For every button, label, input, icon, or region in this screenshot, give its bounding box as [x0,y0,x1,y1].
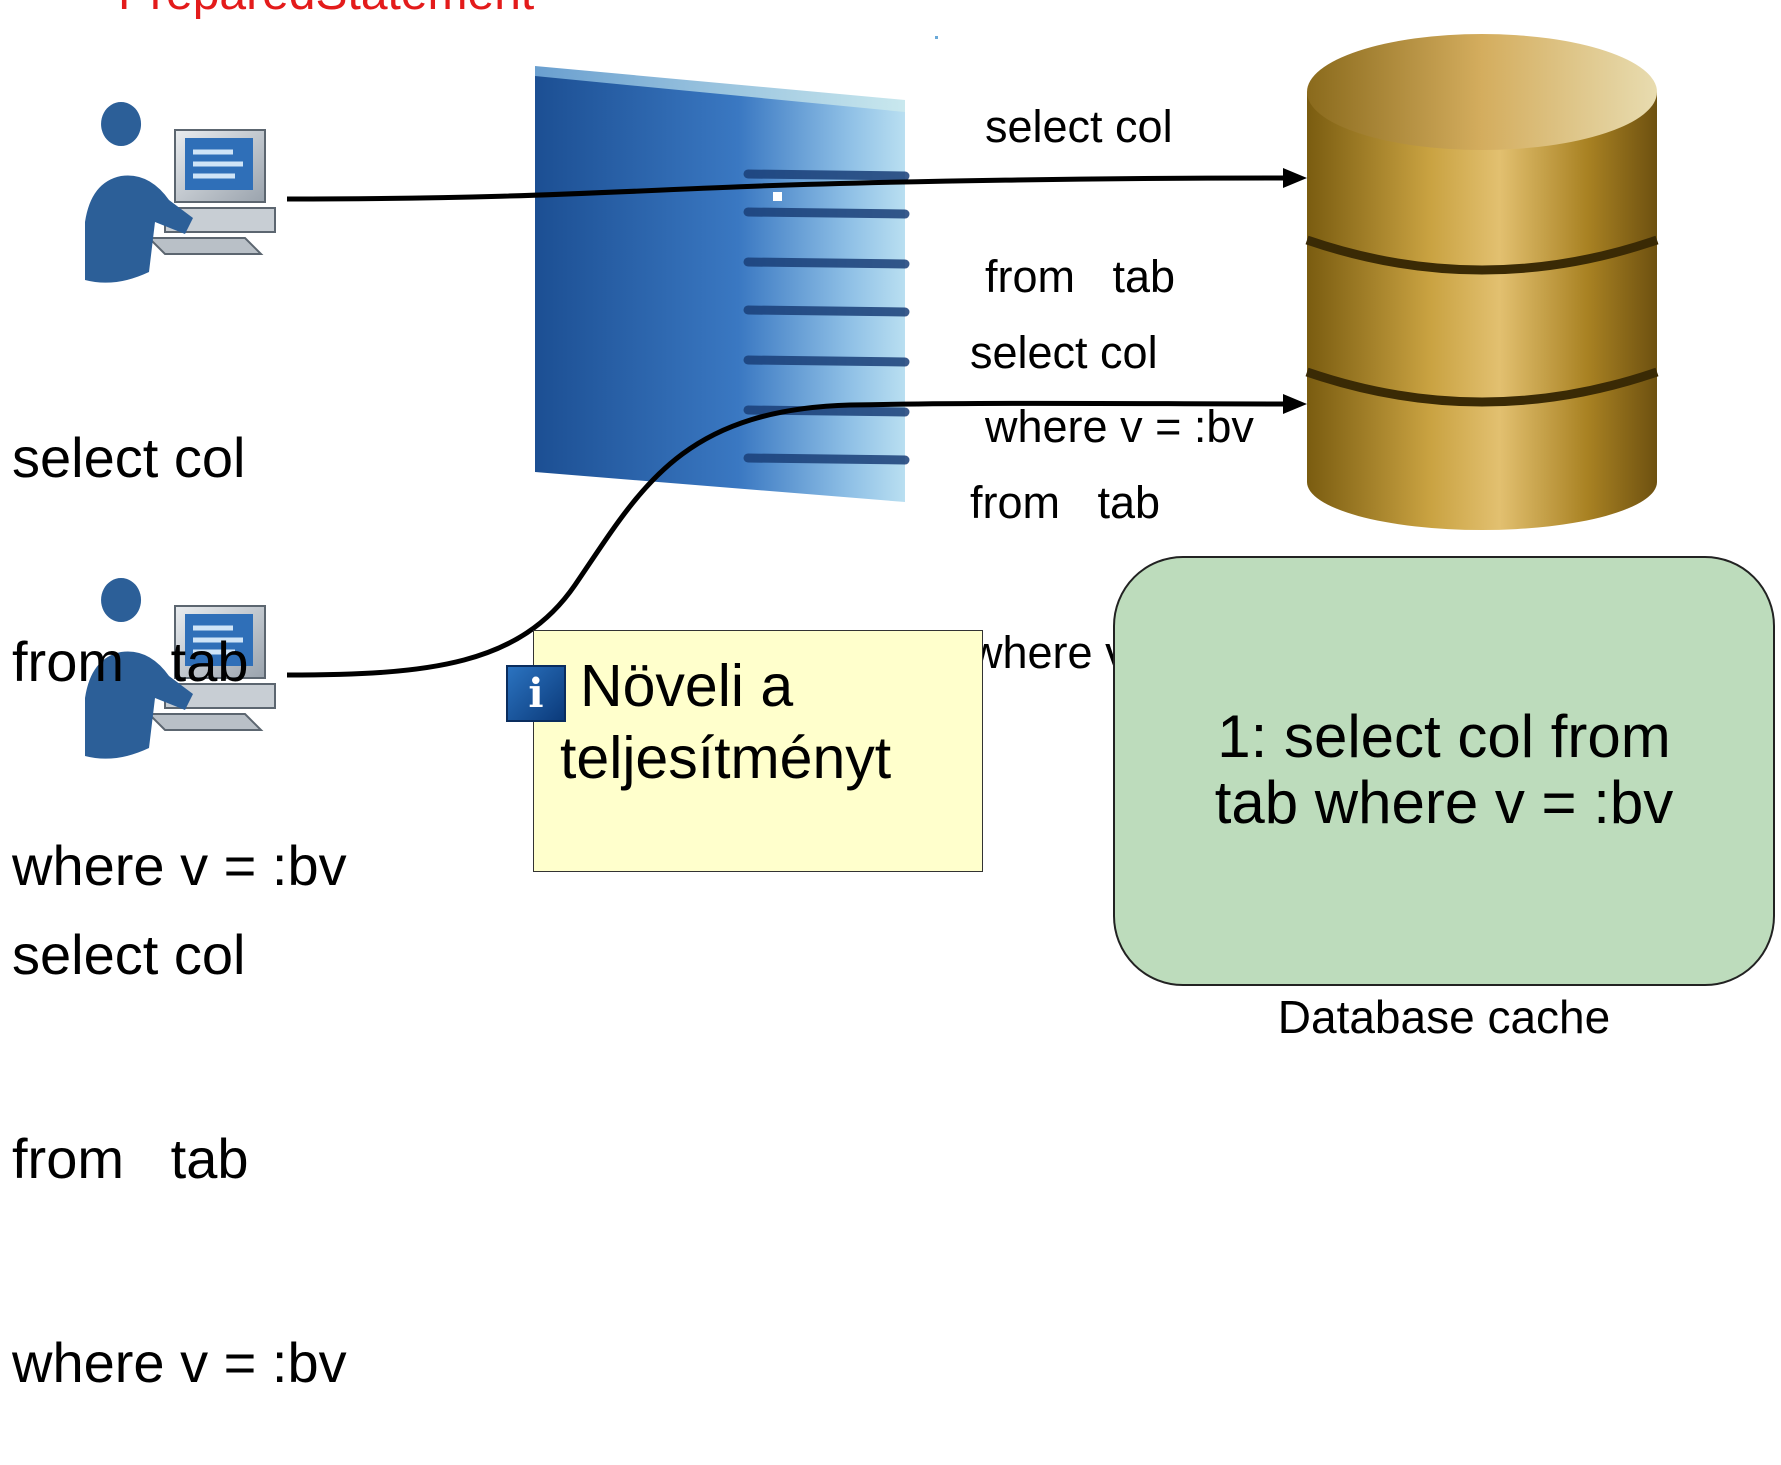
connector-arrow-client2-to-db [286,400,1284,678]
request-2-sql-line: from tab [970,477,1161,528]
performance-note-text: Növeli a teljesítményt [560,650,891,794]
cache-entry-line-2: tab where v = :bv [1214,769,1674,836]
diagram-title: PreparedStatement [118,0,534,21]
server-icon [535,66,910,502]
client-1-sql-line: select col [12,426,246,489]
client-1-computer-icon [85,102,276,283]
info-icon: i [506,665,566,722]
performance-note-box [533,630,983,872]
request-1-sql-line: where v = :bv [985,401,1254,452]
client-2-computer-icon [85,578,276,759]
client-1-sql: select col from tab where v = :bv [12,288,347,968]
connector-arrow-client1-to-db [286,175,1284,202]
request-2-sql-line: select col [970,327,1158,378]
database-cache-label: Database cache [1277,991,1611,1043]
database-cache-entry: 1: select col from tab where v = :bv [1113,704,1775,836]
diagram-canvas [85,34,1659,759]
database-icon [1305,34,1659,530]
cache-entry-line-1: 1: select col from [1217,703,1671,770]
request-1-sql-line: from tab [985,251,1176,302]
request-1-sql: select col from tab where v = :bv [985,2,1254,502]
database-cache-box [1113,556,1775,986]
client-1-sql-line: where v = :bv [12,834,347,897]
arrowhead-1 [1283,168,1307,188]
client-1-sql-line: from tab [12,630,249,693]
note-line-2: teljesítményt [560,725,892,791]
client-2-sql: select col from tab where v = :bv [12,785,347,1465]
note-line-1: Növeli a [580,653,794,719]
request-1-sql-line: select col [985,101,1173,152]
client-2-sql-line: from tab [12,1127,249,1190]
arrowhead-2 [1283,394,1307,414]
client-2-sql-line: select col [12,923,246,986]
small-dot-mark [935,36,938,39]
client-2-sql-line: where v = :bv [12,1331,347,1394]
